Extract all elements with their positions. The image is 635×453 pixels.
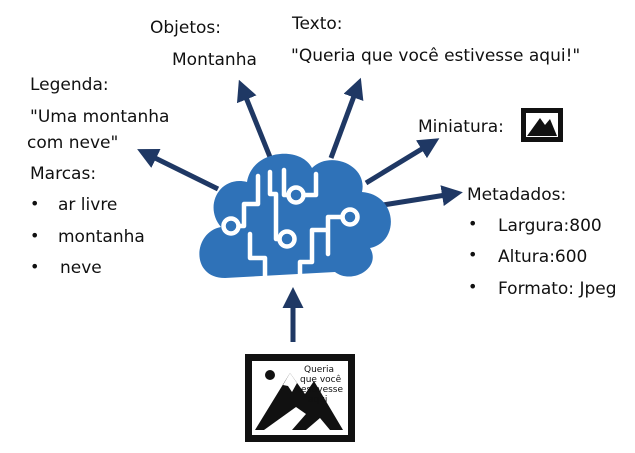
bullet-icon: • <box>468 277 478 296</box>
tag-item: montanha <box>58 227 145 247</box>
tag-item: ar livre <box>58 195 118 215</box>
source-text-line: que você <box>300 374 342 385</box>
arrow-to-thumbnail <box>364 138 440 186</box>
source-text-line: aqui <box>308 395 327 405</box>
tag-item: neve <box>60 258 102 278</box>
arrow-to-metadata <box>382 185 463 208</box>
source-text-line: estivesse <box>301 385 343 395</box>
bullet-icon: • <box>30 257 40 276</box>
arrow-to-objects <box>236 79 275 163</box>
text-label: Texto: <box>292 14 343 34</box>
caption-line-1: "Uma montanha <box>30 107 170 127</box>
bullet-icon: • <box>468 245 478 264</box>
bullet-icon: • <box>468 214 478 233</box>
cloud-circuit-icon <box>199 153 391 281</box>
metadata-label: Metadados: <box>467 185 567 205</box>
mountain-photo-icon <box>245 354 355 442</box>
metadata-item: Altura:600 <box>498 247 588 267</box>
arrow-to-caption <box>137 149 220 192</box>
text-value: "Queria que você estivesse aqui!" <box>291 46 581 66</box>
thumbnail-label: Miniatura: <box>418 117 504 137</box>
metadata-item: Largura:800 <box>498 216 602 236</box>
source-text-line: Queria <box>304 365 334 375</box>
arrow-to-text <box>328 77 364 159</box>
caption-label: Legenda: <box>30 75 109 95</box>
mountain-thumbnail-icon <box>521 108 563 142</box>
objects-value: Montanha <box>172 50 257 70</box>
tags-label: Marcas: <box>30 164 97 184</box>
bullet-icon: • <box>30 226 40 245</box>
objects-label: Objetos: <box>150 18 222 38</box>
caption-line-2: com neve" <box>27 133 119 153</box>
metadata-item: Formato: Jpeg <box>498 279 617 299</box>
bullet-icon: • <box>30 194 40 213</box>
